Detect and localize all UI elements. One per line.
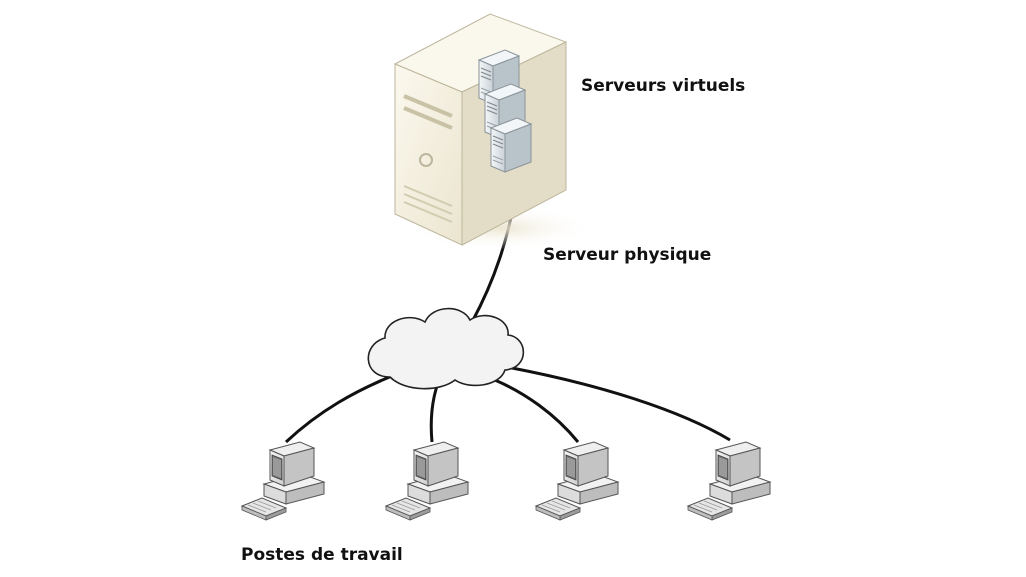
desktop-computer-icon <box>535 441 619 521</box>
network-cloud-icon <box>367 307 525 390</box>
link-network-to-workstation-4 <box>511 366 731 442</box>
desktop-computer-icon <box>687 441 771 521</box>
link-network-to-workstation-3 <box>489 376 580 443</box>
link-network-to-workstation-2 <box>429 382 440 443</box>
workstations-label: Postes de travail <box>241 545 403 565</box>
desktop-computer-icon <box>241 441 325 521</box>
virtual-servers-label: Serveurs virtuels <box>581 76 746 96</box>
desktop-computer-icon <box>385 441 469 521</box>
physical-server-label: Serveur physique <box>543 245 712 265</box>
workstations <box>241 441 771 521</box>
link-network-to-workstation-1 <box>284 370 403 444</box>
virtual-server-icon <box>490 117 532 173</box>
